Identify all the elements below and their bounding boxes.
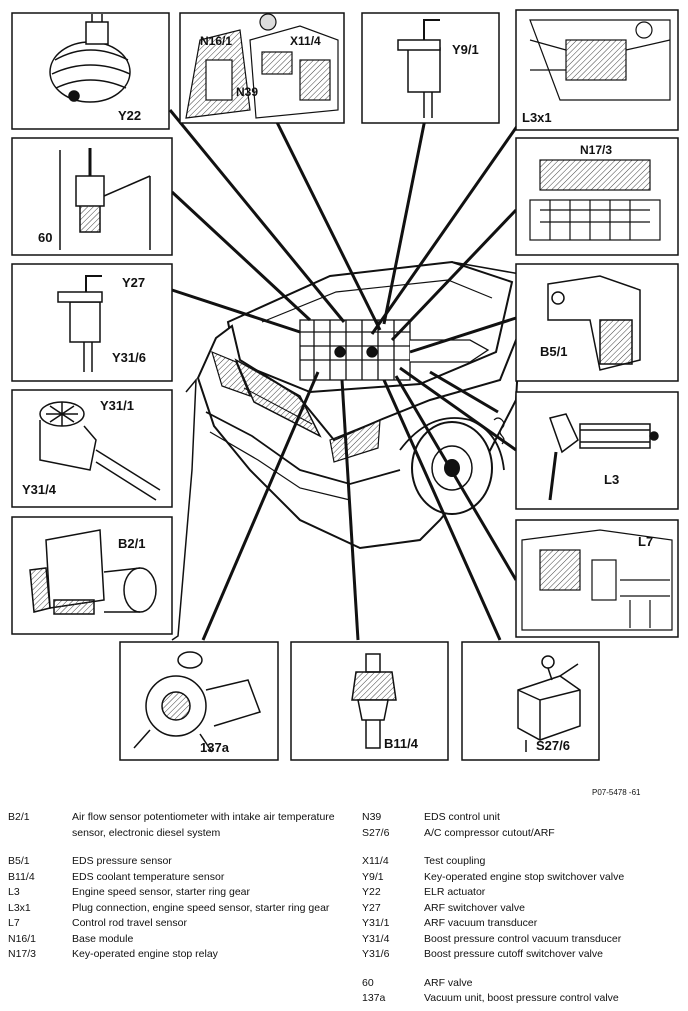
label-b2-1: B2/1: [118, 536, 145, 551]
legend-code: Y27: [362, 901, 381, 914]
legend-description: Plug connection, engine speed sensor, st…: [72, 901, 330, 914]
panel-s27-6: S27/6: [461, 641, 600, 761]
legend-code: 137a: [362, 992, 386, 1004]
legend-code: L3x1: [8, 901, 31, 914]
label-y31-1: Y31/1: [100, 398, 134, 413]
legend-row: Y31/6 Boost pressure cutoff switchover v…: [362, 947, 682, 963]
panel-l3: L3: [515, 391, 679, 510]
legend-description: Vacuum unit, boost pressure control valv…: [424, 992, 619, 1004]
legend-row: N17/3 Key-operated engine stop relay: [8, 947, 338, 963]
legend-row: L7 Control rod travel sensor: [8, 916, 338, 932]
panel-y31-1: Y31/1 Y31/4: [11, 389, 173, 508]
legend-description: Control rod travel sensor: [72, 917, 187, 929]
panel-y27: Y27 Y31/6: [11, 263, 173, 382]
legend-code: N17/3: [8, 948, 37, 960]
legend-description: Key-operated engine stop relay: [72, 948, 218, 960]
legend-description: A/C compressor cutout/ARF: [424, 826, 555, 839]
legend-code: X11/4: [362, 855, 389, 867]
legend-row: Y31/1 ARF vacuum transducer: [362, 916, 682, 932]
legend-row: Y31/4 Boost pressure control vacuum tran…: [362, 932, 682, 948]
legend-row: X11/4 Test coupling: [362, 854, 682, 870]
panel-b11-4: B11/4: [290, 641, 449, 761]
panel-b2-1: B2/1: [11, 516, 173, 635]
legend-code: L7: [8, 917, 20, 929]
label-b5-1: B5/1: [540, 344, 567, 359]
label-y9-1: Y9/1: [452, 42, 479, 57]
legend-description: Boost pressure cutoff switchover valve: [424, 948, 603, 960]
legend-row: Y22 ELR actuator: [362, 885, 682, 901]
label-l3: L3: [604, 472, 619, 487]
legend-right-column: N39 EDS control unit S27/6 A/C compresso…: [362, 810, 682, 1007]
label-l7: L7: [638, 534, 653, 549]
legend-row: B5/1 EDS pressure sensor: [8, 854, 338, 870]
legend-description: Key-operated engine stop switchover valv…: [424, 870, 625, 883]
label-60: 60: [38, 230, 52, 245]
legend-row: S27/6 A/C compressor cutout/ARF: [362, 826, 682, 842]
legend-description: Air flow sensor potentiometer with intak…: [72, 811, 335, 839]
label-y31-4: Y31/4: [22, 482, 57, 497]
panel-137a: 137a: [119, 641, 279, 761]
label-s27-6: S27/6: [536, 738, 570, 753]
legend-code: Y31/1: [362, 917, 390, 929]
legend-description: ARF valve: [424, 976, 473, 989]
panel-b5-1: B5/1: [515, 263, 679, 382]
panel-y22: Y22: [11, 12, 170, 130]
legend-code: B11/4: [8, 870, 35, 883]
legend-description: ELR actuator: [424, 886, 486, 898]
label-n39: N39: [236, 85, 258, 99]
legend: B2/1 Air flow sensor potentiometer with …: [0, 810, 688, 1011]
figure-reference: P07-5478 -61: [592, 788, 641, 797]
panel-y9-1: Y9/1: [361, 12, 500, 124]
legend-row: L3x1 Plug connection, engine speed senso…: [8, 901, 338, 917]
legend-code: Y31/6: [362, 948, 390, 960]
panel-60: 60: [11, 137, 173, 256]
legend-code: N39: [362, 811, 382, 823]
label-n17-3: N17/3: [580, 143, 612, 157]
legend-row: 137a Vacuum unit, boost pressure control…: [362, 991, 682, 1007]
legend-code: S27/6: [362, 826, 390, 839]
leader-lines: [168, 91, 522, 641]
panel-l3x1: L3x1: [515, 9, 679, 131]
legend-description: EDS control unit: [424, 811, 500, 823]
legend-description: EDS coolant temperature sensor: [72, 870, 225, 883]
legend-row: Y9/1 Key-operated engine stop switchover…: [362, 870, 682, 886]
label-l3x1: L3x1: [522, 110, 552, 125]
label-137a: 137a: [200, 740, 230, 755]
legend-row: B11/4 EDS coolant temperature sensor: [8, 870, 338, 886]
legend-row: L3 Engine speed sensor, starter ring gea…: [8, 885, 338, 901]
legend-row: 60 ARF valve: [362, 976, 682, 992]
legend-code: Y9/1: [362, 870, 384, 883]
label-x11-4: X11/4: [290, 34, 321, 48]
legend-description: Base module: [72, 932, 134, 945]
legend-description: Boost pressure control vacuum transducer: [424, 932, 622, 945]
legend-code: Y31/4: [362, 932, 390, 945]
label-n16-1: N16/1: [200, 34, 232, 48]
legend-code: B5/1: [8, 855, 30, 867]
panel-n16-1: N16/1 X11/4 N39: [179, 12, 345, 124]
legend-code: 60: [362, 976, 374, 989]
panel-n17-3: N17/3: [515, 137, 679, 256]
legend-row: N39 EDS control unit: [362, 810, 682, 826]
legend-row: B2/1 Air flow sensor potentiometer with …: [8, 810, 338, 841]
legend-description: Test coupling: [424, 855, 486, 867]
legend-left-column: B2/1 Air flow sensor potentiometer with …: [8, 810, 338, 963]
label-y31-6: Y31/6: [112, 350, 146, 365]
legend-code: L3: [8, 886, 20, 898]
legend-description: ARF switchover valve: [424, 901, 525, 914]
component-location-diagram: Y22 N16/1 X11/4 N39 Y9/1: [11, 9, 679, 797]
panel-l7: L7: [515, 519, 679, 638]
legend-row: Y27 ARF switchover valve: [362, 901, 682, 917]
legend-code: N16/1: [8, 932, 37, 945]
legend-description: Engine speed sensor, starter ring gear: [72, 886, 251, 898]
label-b11-4: B11/4: [384, 736, 419, 751]
legend-code: Y22: [362, 886, 381, 898]
label-y27: Y27: [122, 275, 145, 290]
legend-row: N16/1 Base module: [8, 932, 338, 948]
legend-description: ARF vacuum transducer: [424, 917, 538, 929]
legend-code: B2/1: [8, 811, 30, 823]
legend-description: EDS pressure sensor: [72, 855, 172, 867]
label-y22: Y22: [118, 108, 141, 123]
